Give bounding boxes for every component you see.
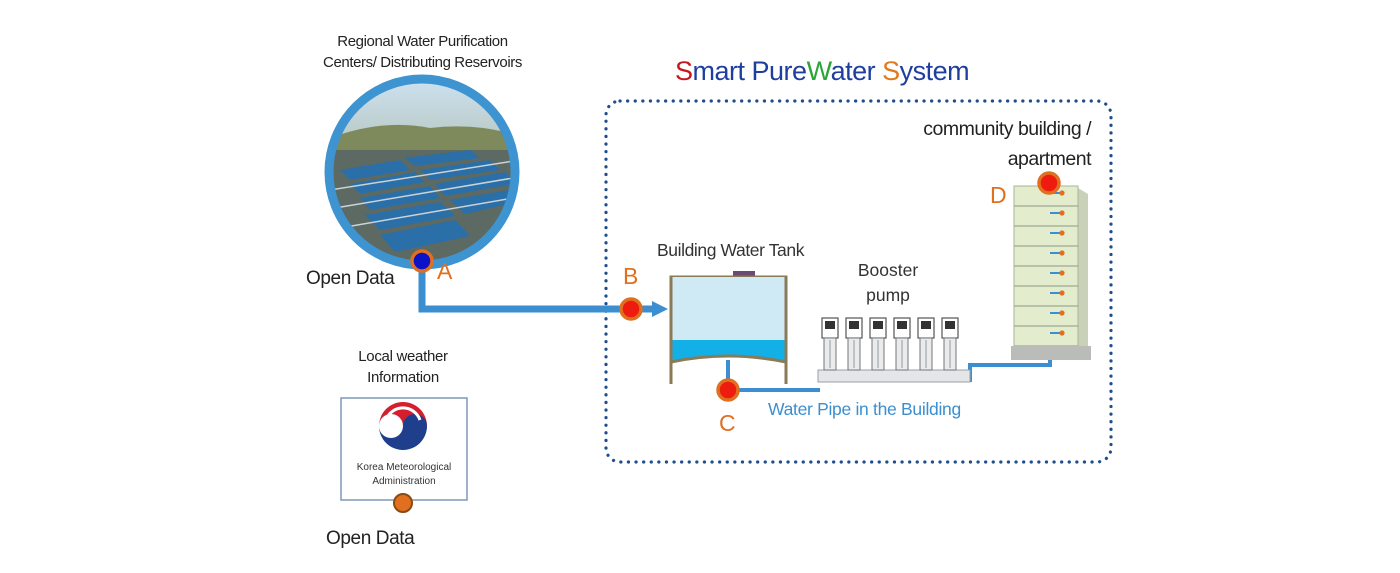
point-d-label: D — [990, 182, 1007, 208]
water-tank — [669, 271, 788, 384]
reservoir-photo — [330, 80, 514, 264]
pump-unit — [917, 317, 935, 371]
point-c-label: C — [719, 410, 736, 436]
sensor-b-icon — [619, 297, 643, 321]
apartment-building — [1011, 185, 1091, 360]
kma-name: Korea Meteorological Administration — [356, 462, 452, 487]
reservoir-open-data: Open Data — [306, 268, 395, 289]
title-part: ystem — [899, 56, 970, 86]
building-label: community building / apartment — [923, 118, 1091, 170]
point-b-label: B — [623, 263, 639, 289]
weather-label: Local weather Information — [358, 348, 448, 386]
title-part: mart — [692, 56, 752, 86]
pump-unit — [869, 317, 887, 371]
title-part: S — [882, 56, 900, 86]
title-part: ater — [830, 56, 883, 86]
pump-unit — [821, 317, 839, 371]
sensor-a-icon — [410, 249, 434, 273]
outlet-icon — [1050, 210, 1065, 216]
outlet-icon — [1050, 310, 1065, 316]
kma-logo-icon — [379, 402, 427, 450]
weather-open-data: Open Data — [326, 528, 415, 549]
title-part: Pure — [751, 56, 808, 86]
outlet-icon — [1050, 250, 1065, 256]
system-title: Smart PureWater System — [675, 56, 970, 87]
pump-unit — [941, 317, 959, 371]
sensor-d-icon — [1037, 171, 1061, 195]
tank-label: Building Water Tank — [657, 240, 805, 260]
pump-unit — [845, 317, 863, 371]
sensor-c-icon — [716, 378, 740, 402]
reservoir-label: Regional Water Purification Centers/ Dis… — [323, 33, 522, 71]
pump-label: Booster pump — [857, 260, 919, 305]
pipe-label: Water Pipe in the Building — [768, 399, 961, 419]
sensor-weather-icon — [393, 493, 413, 513]
flow-arrow-icon — [652, 301, 668, 317]
outlet-icon — [1050, 230, 1065, 236]
pump-unit — [893, 317, 911, 371]
booster-pumps — [817, 317, 971, 383]
system-boundary — [604, 99, 1113, 464]
outlet-icon — [1050, 290, 1065, 296]
point-a-label: A — [437, 258, 453, 284]
outlet-icon — [1050, 270, 1065, 276]
supply-pipe — [418, 262, 655, 313]
title-part: S — [675, 56, 693, 86]
title-part: W — [806, 56, 831, 86]
outlet-icon — [1050, 330, 1065, 336]
